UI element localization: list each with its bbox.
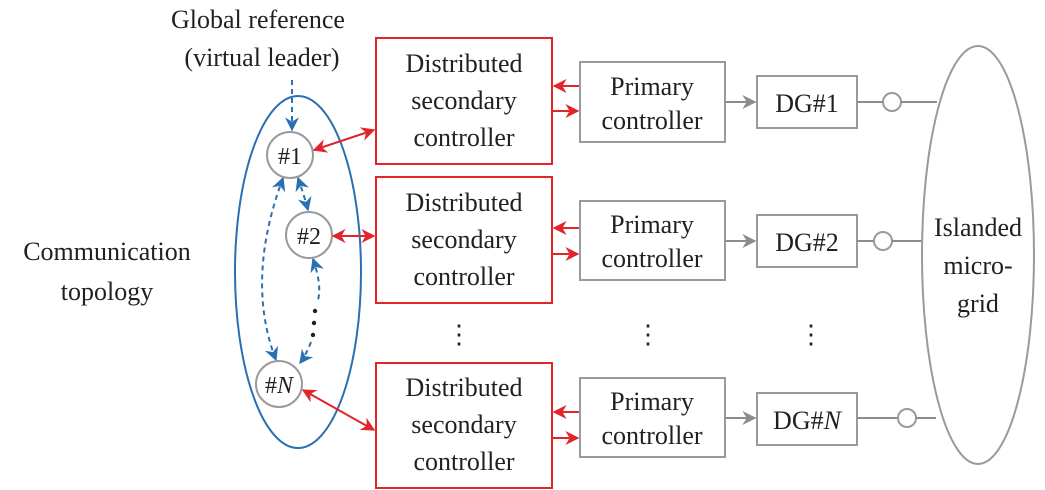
- row-ellipsis: ⋮ ⋮ ⋮: [446, 320, 824, 349]
- link-1-2: [295, 176, 312, 212]
- node-2-label: #2: [297, 224, 321, 250]
- secondary-controller-2: [375, 176, 553, 304]
- title-line-2: (virtual leader): [184, 43, 339, 72]
- microgrid-line-2: micro-: [943, 251, 1012, 280]
- primary-2-line-1: Primary: [610, 210, 694, 239]
- link-2-N-lower: [299, 341, 314, 365]
- node-1-secondary-link: [312, 127, 376, 153]
- primary-controller-1: [579, 61, 726, 143]
- topology-line-1: Communication: [23, 237, 191, 266]
- primary-N-line-2: controller: [601, 421, 702, 450]
- primary-controller-N: [579, 377, 726, 458]
- link-2-N-upper: [310, 257, 324, 301]
- dg-ellipsis: ⋮: [798, 320, 824, 349]
- secondary-1-line-2: secondary: [411, 86, 516, 115]
- secondary-1-line-1: Distributed: [406, 49, 523, 78]
- secondary-N-line-3: controller: [413, 447, 514, 476]
- node-1-label: #1: [278, 144, 302, 170]
- link-1-N: [261, 176, 286, 362]
- row-1: Distributed secondary controller Primary…: [375, 37, 937, 165]
- node-N: #N: [255, 360, 303, 408]
- global-reference-label: Global reference (virtual leader): [171, 5, 345, 72]
- primary-2-line-2: controller: [601, 244, 702, 273]
- dg-N-label: DG#N: [773, 406, 843, 435]
- node-2: #2: [285, 211, 333, 259]
- primary-ellipsis: ⋮: [635, 320, 661, 349]
- node-N-label: #N: [265, 373, 295, 399]
- dg-2-label: DG#2: [775, 228, 839, 257]
- secondary-controller-1: [375, 37, 553, 165]
- secondary-N-line-2: secondary: [411, 410, 516, 439]
- link-2-N-ellipsis: [310, 308, 318, 338]
- communication-topology-label: Communication topology: [23, 237, 191, 306]
- breaker-1-icon: [882, 92, 902, 112]
- microgrid-line-3: grid: [957, 289, 999, 318]
- primary-1-line-1: Primary: [610, 72, 694, 101]
- primary-N-line-1: Primary: [610, 387, 694, 416]
- topology-line-2: topology: [61, 277, 153, 306]
- row-N: Distributed secondary controller Primary…: [375, 362, 936, 489]
- microgrid-boundary: [921, 45, 1035, 465]
- dg-2: [756, 214, 858, 268]
- node-N-secondary-link: [301, 389, 376, 431]
- dg-N: [756, 392, 858, 446]
- microgrid-line-1: Islanded: [934, 213, 1022, 242]
- secondary-1-line-3: controller: [413, 123, 514, 152]
- primary-1-line-2: controller: [601, 106, 702, 135]
- title-line-1: Global reference: [171, 5, 345, 34]
- secondary-2-line-1: Distributed: [406, 188, 523, 217]
- dg-1-label: DG#1: [775, 89, 839, 118]
- breaker-2-icon: [873, 231, 893, 251]
- secondary-controller-N: [375, 362, 553, 489]
- islanded-microgrid: Islanded micro- grid: [921, 45, 1035, 465]
- secondary-N-line-1: Distributed: [406, 373, 523, 402]
- breaker-N-icon: [897, 408, 917, 428]
- communication-boundary: [234, 95, 362, 449]
- secondary-2-line-3: controller: [413, 262, 514, 291]
- node-1: #1: [266, 131, 314, 179]
- dg-1: [756, 75, 858, 129]
- row-2: Distributed secondary controller Primary…: [375, 176, 923, 304]
- primary-controller-2: [579, 200, 726, 281]
- secondary-ellipsis: ⋮: [446, 320, 472, 349]
- secondary-2-line-2: secondary: [411, 225, 516, 254]
